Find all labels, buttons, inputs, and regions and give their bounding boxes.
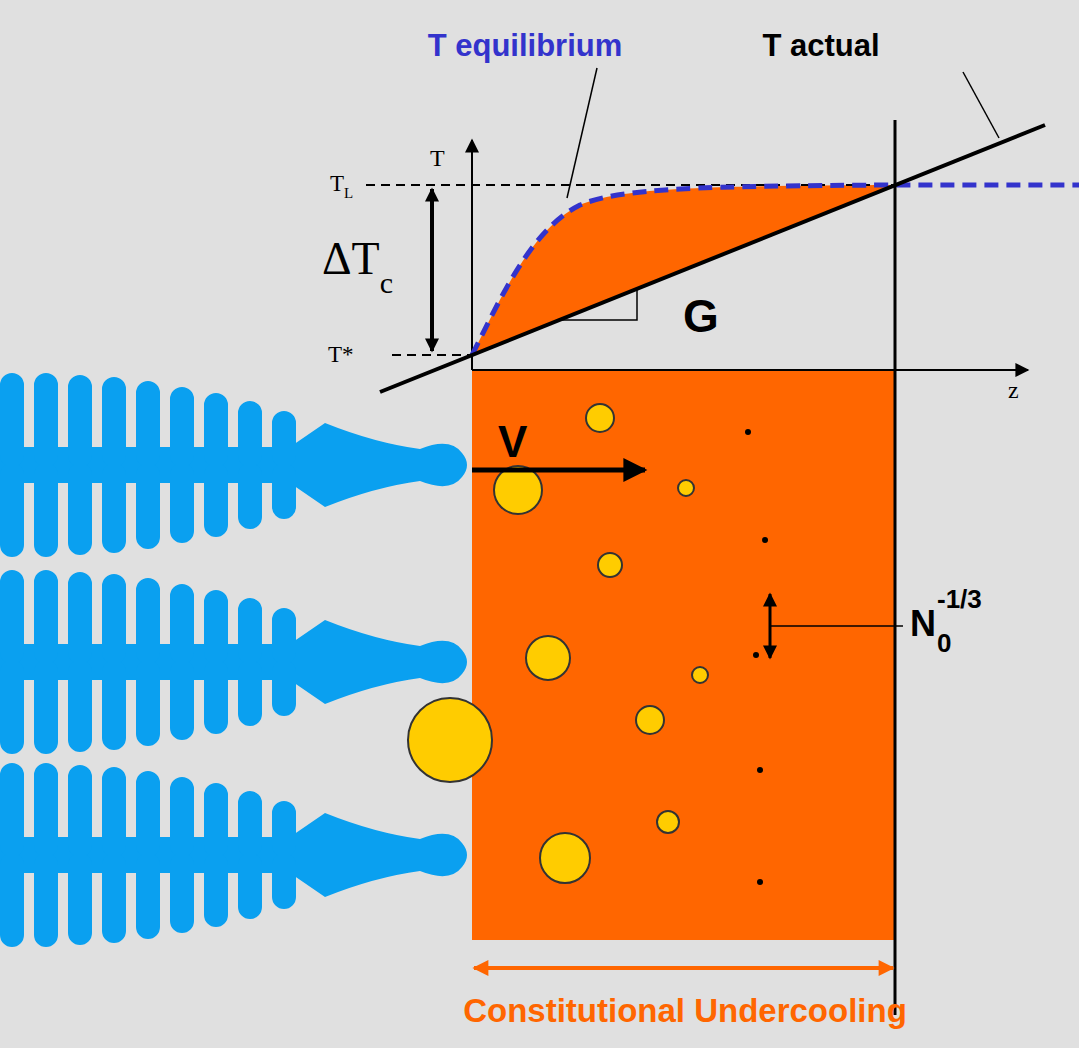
- grain: [408, 698, 492, 782]
- subscript: L: [344, 186, 353, 201]
- curve-label: T actual: [762, 30, 879, 61]
- undercooled-region: [472, 370, 895, 940]
- subscript: 0: [937, 630, 951, 656]
- axis-label: z: [1008, 378, 1019, 402]
- temperature-label: T*: [328, 343, 354, 366]
- dendrite: [0, 582, 467, 742]
- leader-line: [963, 72, 999, 138]
- grain: [540, 833, 590, 883]
- grain: [657, 811, 679, 833]
- grains: [408, 404, 708, 883]
- nucleus: [745, 429, 751, 435]
- z-axis: [472, 369, 1028, 371]
- grain: [678, 480, 694, 496]
- region-label: Constitutional Undercooling: [463, 994, 907, 1027]
- grain: [494, 466, 542, 514]
- subscript: c: [380, 268, 393, 298]
- grain: [586, 404, 614, 432]
- equilibrium-curve: [472, 185, 1079, 355]
- grain: [598, 553, 622, 577]
- nucleus: [753, 652, 759, 658]
- leader-line: [770, 625, 903, 627]
- axis-label: T: [430, 146, 445, 170]
- undercooling-arrow: [430, 189, 434, 351]
- leader-line: [567, 68, 597, 198]
- extent-arrow: [474, 966, 893, 970]
- density-label: N: [910, 606, 936, 642]
- nuclei: [745, 429, 768, 885]
- undercooling-label: ΔT: [322, 236, 380, 282]
- grain: [692, 667, 708, 683]
- nucleus: [757, 879, 763, 885]
- gradient-label: G: [683, 293, 719, 339]
- dendrite: [0, 775, 467, 935]
- superscript: -1/3: [937, 586, 982, 612]
- velocity-label: V: [498, 420, 527, 464]
- nucleus: [762, 537, 768, 543]
- velocity-arrow: [472, 468, 645, 473]
- undercooling-boundary: [894, 120, 897, 1015]
- grain: [526, 636, 570, 680]
- dendrite: [0, 385, 467, 545]
- tip-temperature-line: [392, 354, 472, 356]
- t-axis: [471, 140, 473, 370]
- grain: [636, 706, 664, 734]
- curve-label: T equilibrium: [428, 30, 623, 61]
- actual-temperature-line: [380, 125, 1045, 392]
- nucleus: [757, 767, 763, 773]
- temperature-label: T: [330, 172, 344, 195]
- slope-triangle: [559, 289, 637, 320]
